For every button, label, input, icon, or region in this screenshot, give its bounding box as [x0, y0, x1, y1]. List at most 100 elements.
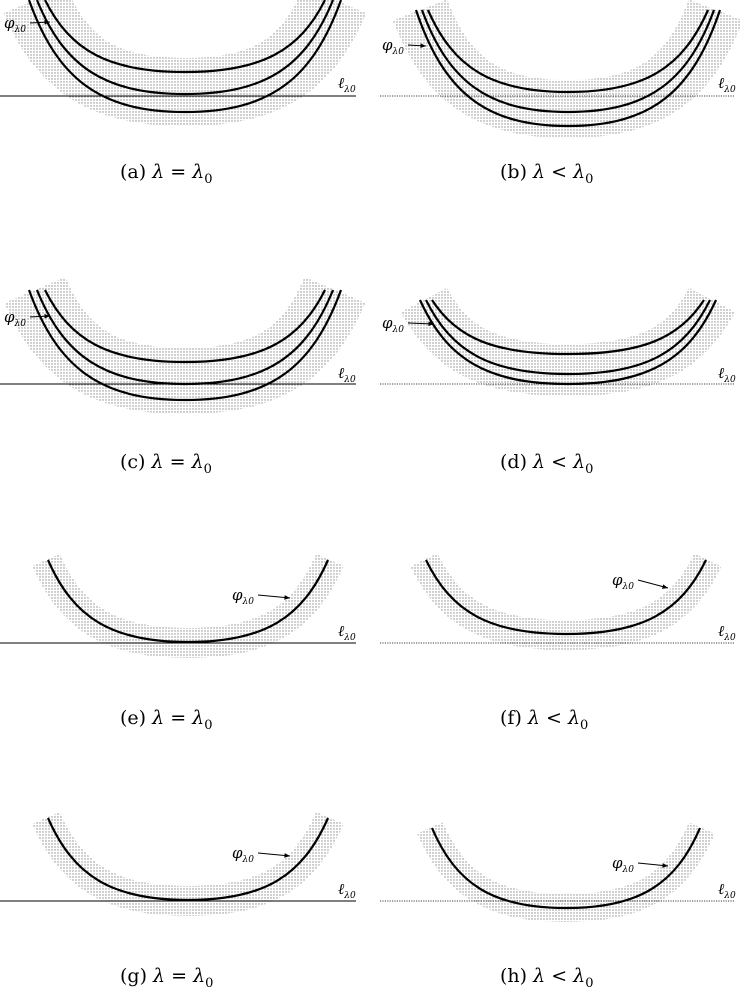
caption-subscript: 0 — [580, 718, 588, 733]
phi-subscript: λ0 — [622, 865, 635, 875]
caption-lambda-zero: λ — [572, 451, 585, 473]
shaded-band — [417, 822, 715, 923]
caption-op: = — [164, 451, 192, 473]
curve-2 — [35, 0, 335, 96]
caption-tag: (e) — [120, 707, 152, 729]
caption-lambda: λ — [151, 707, 164, 729]
ell-subscript: λ0 — [723, 891, 736, 901]
curve-3 — [27, 0, 343, 114]
caption-lambda: λ — [152, 965, 165, 987]
curve-1 — [44, 0, 326, 74]
ell-label: ℓλ0 — [338, 880, 356, 901]
curve-1 — [46, 817, 330, 902]
caption-tag: (b) — [500, 161, 533, 183]
panel-caption: (e) λ = λ0 — [120, 707, 212, 733]
phi-arrow-head — [428, 321, 434, 327]
caption-op: < — [540, 707, 568, 729]
ell-subscript: λ0 — [723, 375, 736, 385]
phi-arrow-head — [284, 853, 290, 858]
ell-symbol: ℓ — [338, 622, 344, 640]
curve-1 — [426, 9, 710, 94]
ell-label: ℓλ0 — [718, 364, 736, 385]
caption-lambda: λ — [532, 965, 545, 987]
ell-symbol: ℓ — [718, 364, 724, 382]
phi-subscript: λ0 — [14, 319, 27, 329]
caption-lambda: λ — [527, 707, 540, 729]
caption-subscript: 0 — [205, 976, 213, 988]
caption-lambda-zero: λ — [572, 161, 585, 183]
ell-symbol: ℓ — [338, 364, 344, 382]
curve-2 — [35, 289, 335, 386]
caption-tag: (d) — [500, 451, 533, 473]
caption-tag: (f) — [500, 707, 528, 729]
ell-subscript: λ0 — [723, 85, 736, 95]
phi-label: φλ0 — [612, 571, 634, 592]
ell-subscript: λ0 — [343, 891, 356, 901]
ell-subscript: λ0 — [343, 85, 356, 95]
curve-2 — [420, 9, 716, 114]
phi-subscript: λ0 — [242, 855, 255, 865]
caption-lambda-zero: λ — [567, 707, 580, 729]
caption-lambda-zero: λ — [192, 965, 205, 987]
caption-subscript: 0 — [204, 718, 212, 733]
curve-3 — [27, 289, 343, 402]
phi-label: φλ0 — [382, 314, 404, 335]
caption-tag: (c) — [120, 451, 152, 473]
caption-lambda: λ — [151, 161, 164, 183]
phi-arrow-head — [44, 313, 50, 319]
phi-arrow-head — [662, 584, 668, 589]
phi-symbol: φ — [382, 36, 393, 54]
phi-symbol: φ — [382, 314, 393, 332]
panel-caption: (h) λ < λ0 — [500, 965, 593, 988]
phi-label: φλ0 — [232, 844, 254, 865]
caption-op: < — [545, 161, 573, 183]
panel-caption: (c) λ = λ0 — [120, 451, 212, 477]
caption-lambda: λ — [532, 161, 545, 183]
caption-lambda: λ — [532, 451, 545, 473]
ell-label: ℓλ0 — [338, 622, 356, 643]
caption-op: = — [164, 161, 192, 183]
phi-subscript: λ0 — [392, 47, 405, 57]
phi-label: φλ0 — [612, 854, 634, 875]
ell-subscript: λ0 — [343, 633, 356, 643]
phi-subscript: λ0 — [622, 582, 635, 592]
phi-arrow-head — [662, 863, 668, 868]
ell-label: ℓλ0 — [718, 622, 736, 643]
phi-label: φλ0 — [4, 308, 26, 329]
shaded-band — [32, 811, 344, 917]
caption-op: < — [545, 965, 573, 987]
caption-lambda-zero: λ — [572, 965, 585, 987]
curve-3 — [418, 299, 718, 386]
ell-symbol: ℓ — [718, 74, 724, 92]
curve-1 — [430, 827, 702, 910]
caption-lambda-zero: λ — [191, 161, 204, 183]
ell-subscript: λ0 — [723, 633, 736, 643]
caption-subscript: 0 — [204, 172, 212, 187]
ell-label: ℓλ0 — [718, 74, 736, 95]
ell-symbol: ℓ — [718, 880, 724, 898]
caption-lambda: λ — [151, 451, 164, 473]
caption-lambda-zero: λ — [191, 451, 204, 473]
caption-subscript: 0 — [585, 462, 593, 477]
ell-label: ℓλ0 — [338, 364, 356, 385]
caption-tag: (h) — [500, 965, 533, 987]
curve-1 — [431, 299, 705, 356]
ell-symbol: ℓ — [718, 622, 724, 640]
phi-symbol: φ — [4, 14, 15, 32]
panel-caption: (a) λ = λ0 — [120, 161, 213, 187]
phi-symbol: φ — [4, 308, 15, 326]
panel-caption: (f) λ < λ0 — [500, 707, 588, 733]
panel-caption: (g) λ = λ0 — [120, 965, 213, 988]
panel-g: φλ0 ℓλ0 (g) λ = λ0 — [0, 811, 356, 988]
panel-caption: (b) λ < λ0 — [500, 161, 593, 187]
caption-op: = — [164, 707, 192, 729]
ell-subscript: λ0 — [343, 375, 356, 385]
panel-caption: (d) λ < λ0 — [500, 451, 593, 477]
